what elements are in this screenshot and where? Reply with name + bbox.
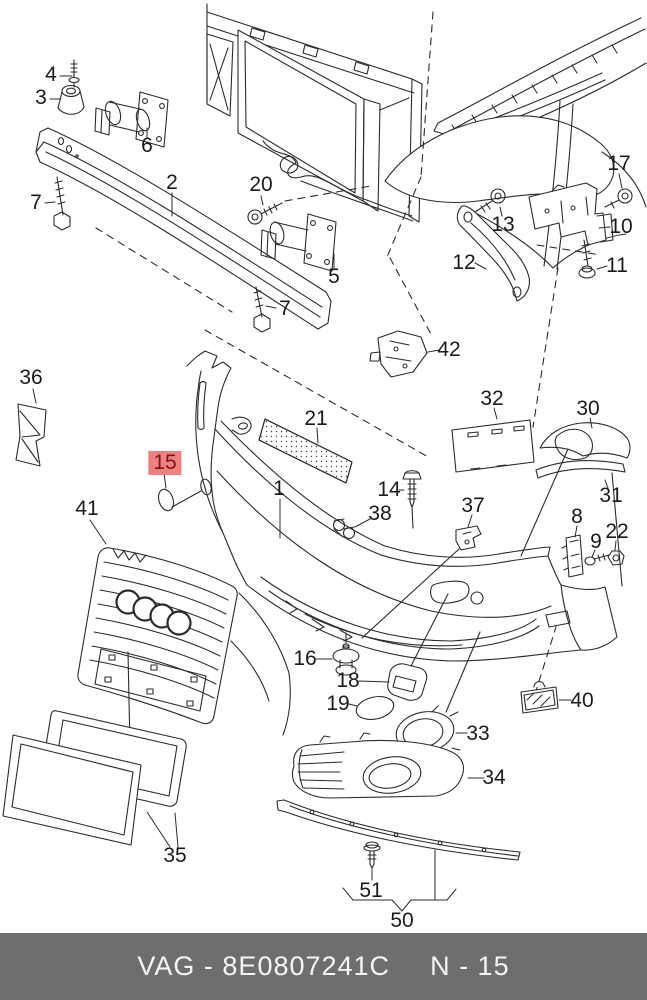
part-label-1[interactable]: 1 — [273, 476, 285, 500]
part-label-32[interactable]: 32 — [480, 386, 504, 410]
mid-fasteners — [334, 471, 625, 638]
page-code: N - 15 — [430, 951, 510, 981]
part-label-10[interactable]: 10 — [609, 214, 633, 238]
part-label-5[interactable]: 5 — [328, 264, 340, 288]
part-label-30[interactable]: 30 — [576, 396, 600, 420]
part-label-41[interactable]: 41 — [75, 496, 99, 520]
part-label-34[interactable]: 34 — [482, 765, 506, 789]
leader-lines — [33, 76, 622, 911]
part-label-9[interactable]: 9 — [590, 529, 602, 553]
bumper-cover — [187, 351, 617, 735]
part-label-31[interactable]: 31 — [599, 483, 623, 507]
part-label-17[interactable]: 17 — [607, 151, 631, 175]
headlight-trim-strips — [521, 423, 630, 586]
part-label-33[interactable]: 33 — [466, 721, 490, 745]
side-bracket-cluster — [457, 183, 632, 301]
spoiler-strip — [277, 800, 520, 868]
license-plate-frames — [3, 711, 186, 845]
part-label-12[interactable]: 12 — [452, 250, 476, 274]
part-label-37[interactable]: 37 — [461, 493, 485, 517]
cap-15 — [156, 487, 176, 512]
part-label-36[interactable]: 36 — [19, 365, 43, 389]
part-label-19[interactable]: 19 — [326, 691, 350, 715]
part-label-18[interactable]: 18 — [336, 668, 360, 692]
part-label-11[interactable]: 11 — [606, 253, 628, 277]
bumper-reinforcement-beam — [36, 60, 336, 332]
plate-36 — [16, 404, 46, 466]
part-label-2[interactable]: 2 — [166, 170, 178, 194]
part-label-40[interactable]: 40 — [570, 688, 594, 712]
part-label-20[interactable]: 20 — [249, 172, 273, 196]
part-label-42[interactable]: 42 — [437, 337, 461, 361]
part-label-15[interactable]: 15 — [148, 450, 182, 476]
footer-bar: VAG - 8E0807241C N - 15 — [0, 933, 647, 1000]
catalog-code: VAG - 8E0807241C — [137, 951, 391, 981]
mounting-plate-32 — [452, 420, 534, 472]
part-label-21[interactable]: 21 — [304, 406, 328, 430]
part-label-50[interactable]: 50 — [390, 908, 414, 932]
part-label-35[interactable]: 35 — [163, 843, 187, 867]
part-label-6[interactable]: 6 — [141, 133, 153, 157]
part-label-38[interactable]: 38 — [368, 501, 392, 525]
part-label-14[interactable]: 14 — [377, 477, 401, 501]
part-label-3[interactable]: 3 — [35, 85, 47, 109]
lower-parts — [293, 594, 559, 798]
part-label-13[interactable]: 13 — [491, 212, 515, 236]
bracket-42 — [370, 331, 427, 377]
part-label-22[interactable]: 22 — [605, 519, 629, 543]
part-label-4[interactable]: 4 — [45, 62, 57, 86]
radiator-grille — [78, 548, 237, 748]
assembly-dashed-lines — [96, 12, 601, 694]
part-label-51[interactable]: 51 — [359, 878, 383, 902]
part-label-7[interactable]: 7 — [279, 296, 291, 320]
exploded-diagram-line-art — [0, 0, 647, 933]
part-label-7[interactable]: 7 — [30, 190, 42, 214]
part-label-8[interactable]: 8 — [571, 504, 583, 528]
part-label-16[interactable]: 16 — [293, 646, 317, 670]
